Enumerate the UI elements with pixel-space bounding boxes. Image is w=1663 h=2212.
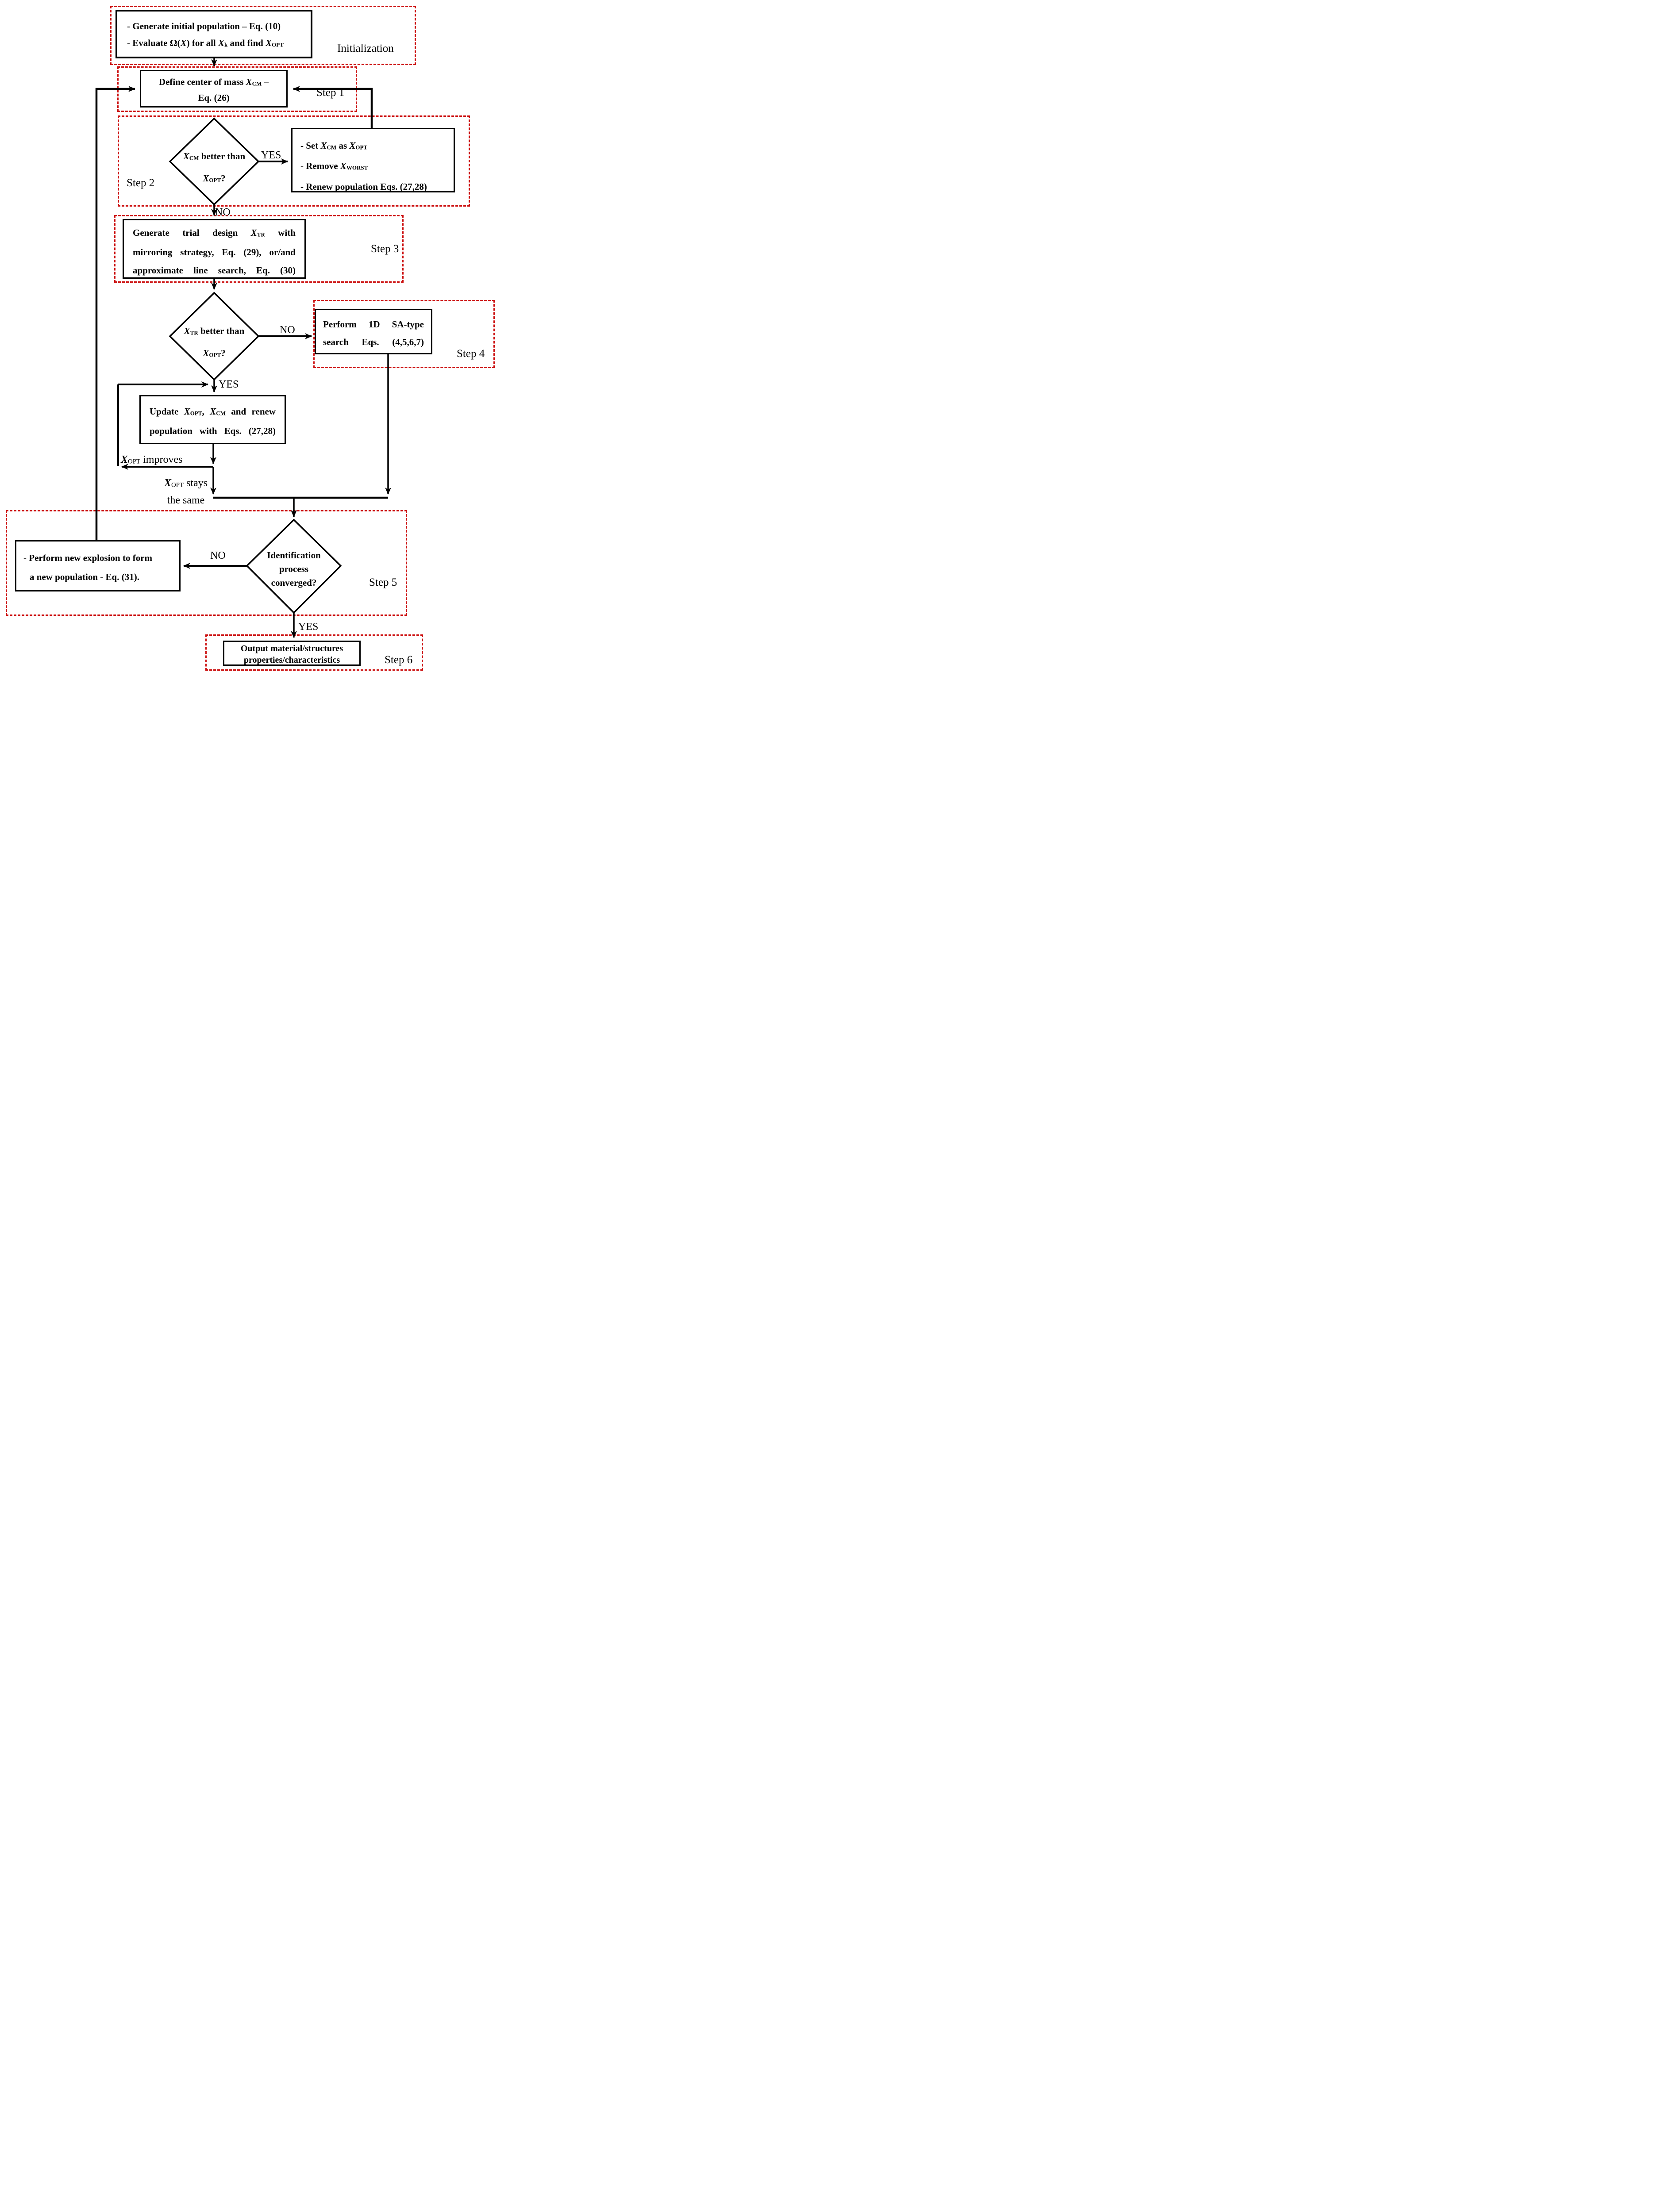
box-line: approximate line search, Eq. (30) [133, 265, 296, 276]
box-line: - Remove XWORST [300, 161, 368, 172]
decision-2-text: XTR better than XOPT? [170, 321, 258, 365]
decision-diamond-3 [246, 518, 342, 614]
xopt-improves-label: XOPT improves [121, 454, 183, 465]
flow-connectors [95, 58, 391, 638]
yes-label-2: YES [219, 379, 239, 390]
update-population-box: Update XOPT, XCM and renew population wi… [139, 395, 286, 444]
yes-label-1: YES [261, 150, 281, 161]
no-label-2: NO [280, 324, 295, 336]
define-center-box: Define center of mass XCM – Eq. (26) [140, 70, 288, 108]
initial-population-box: - Generate initial population – Eq. (10)… [115, 10, 312, 58]
output-box: Output material/structures properties/ch… [223, 641, 361, 666]
step2-region [118, 115, 470, 207]
new-explosion-box: - Perform new explosion to form a new po… [15, 540, 181, 591]
flowchart: - Generate initial population – Eq. (10)… [0, 0, 499, 686]
connector-line [293, 86, 373, 128]
decision-line: Identification [267, 550, 321, 561]
step3-label: Step 3 [371, 243, 399, 255]
xopt-stays-label: XOPT stays [164, 477, 208, 489]
step5-region [6, 510, 407, 616]
decision-3-text: Identification process converged? [250, 549, 338, 590]
box-line: - Generate initial population – Eq. (10) [127, 21, 281, 31]
step2-label: Step 2 [127, 177, 155, 189]
decision-1-text: XCM better than XOPT? [170, 146, 258, 191]
perform-sa-box: Perform 1D SA-type search Eqs. (4,5,6,7) [315, 309, 432, 354]
decision-line: XOPT? [203, 348, 226, 359]
decision-line: XCM better than [183, 151, 246, 161]
set-xcm-box: - Set XCM as XOPT - Remove XWORST - Rene… [291, 128, 455, 192]
box-line: - Renew population Eqs. (27,28) [300, 181, 427, 192]
box-line: Output material/structures [240, 644, 343, 653]
box-line: - Set XCM as XOPT [300, 140, 368, 151]
yes-label-3: YES [298, 621, 319, 633]
no-label-1: NO [215, 207, 231, 218]
decision-line: converged? [271, 577, 317, 588]
initialization-region [110, 6, 416, 65]
box-line: mirroring strategy, Eq. (29), or/and [133, 247, 296, 258]
connector-line [95, 86, 135, 540]
box-line: - Perform new explosion to form [23, 553, 153, 563]
decision-line: XTR better than [184, 326, 245, 336]
xopt-stays-label-2: the same [167, 495, 205, 506]
initialization-label: Initialization [337, 42, 394, 54]
box-line: properties/characteristics [243, 655, 340, 665]
step6-label: Step 6 [385, 654, 413, 666]
box-line: Define center of mass XCM – [158, 77, 269, 87]
box-line: Update XOPT, XCM and renew [150, 406, 276, 417]
box-line: - Evaluate Ω(X) for all Xk and find XOPT [127, 38, 284, 48]
no-label-3: NO [210, 550, 226, 561]
decision-diamond-2 [169, 292, 260, 381]
box-line: Perform 1D SA-type [323, 319, 424, 330]
box-line: population with Eqs. (27,28) [150, 426, 276, 437]
decision-diamond-1 [169, 117, 260, 206]
step6-region [205, 634, 423, 671]
box-line: Eq. (26) [198, 92, 230, 104]
step5-label: Step 5 [369, 576, 397, 588]
step4-label: Step 4 [457, 348, 485, 360]
decision-line: process [279, 564, 309, 574]
step1-label: Step 1 [316, 87, 345, 99]
box-line: search Eqs. (4,5,6,7) [323, 337, 424, 347]
generate-trial-box: Generate trial design XTR with mirroring… [123, 219, 306, 279]
step4-region [313, 300, 495, 368]
step3-region [114, 215, 404, 283]
decision-line: XOPT? [203, 173, 226, 184]
box-line: a new population - Eq. (31). [30, 572, 139, 582]
box-line: Generate trial design XTR with [133, 227, 296, 238]
